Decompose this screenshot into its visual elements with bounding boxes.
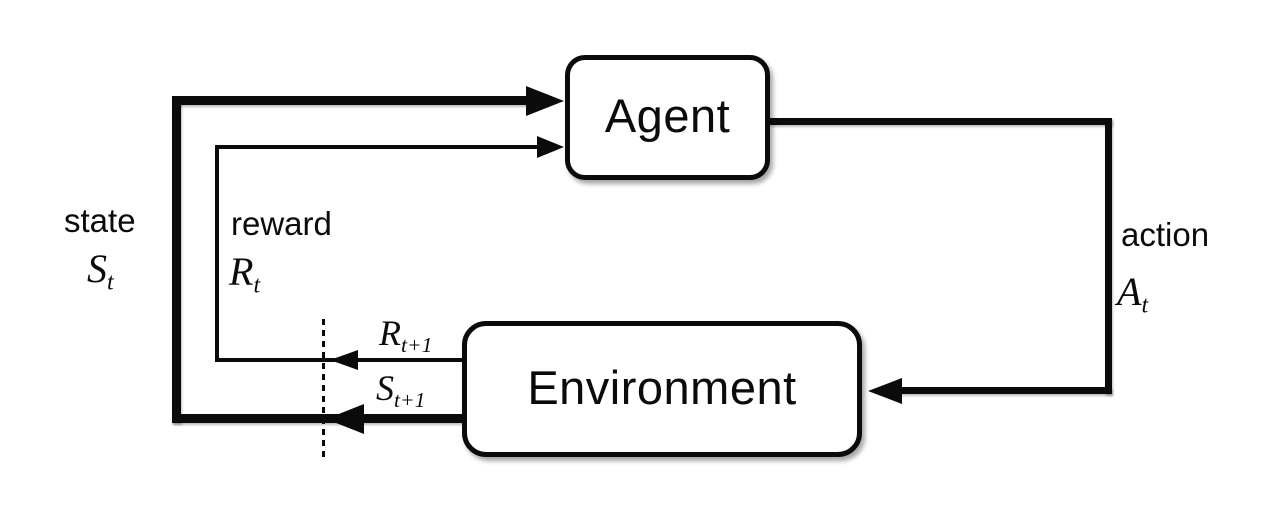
next-reward-symbol: Rt+1 — [379, 313, 433, 357]
time-step-dashed-line — [322, 319, 325, 461]
arrowhead-right-icon — [526, 86, 564, 116]
state-arrow-top-shaft — [172, 96, 532, 105]
action-arrow-right-shaft — [1105, 118, 1112, 394]
action-arrow-top-shaft — [770, 118, 1112, 125]
next-state-symbol: St+1 — [376, 368, 426, 412]
action-arrow-bottom-shaft — [898, 387, 1112, 394]
action-label: action — [1121, 216, 1210, 253]
action-symbol: At — [1117, 269, 1149, 319]
environment-box: Environment — [462, 321, 862, 457]
arrowhead-left-icon — [330, 350, 358, 370]
next-state-arrow-shaft — [172, 414, 463, 423]
reward-arrow-top-shaft — [215, 145, 540, 149]
reward-symbol: Rt — [229, 249, 261, 299]
arrowhead-left-icon — [868, 378, 902, 404]
state-arrow-left-shaft — [172, 96, 181, 423]
reward-arrow-left-shaft — [215, 145, 219, 362]
state-symbol: St — [87, 246, 114, 296]
agent-box-label: Agent — [604, 89, 731, 142]
environment-box-label: Environment — [527, 360, 797, 414]
reward-label: reward — [231, 205, 332, 242]
arrowhead-left-icon — [326, 404, 364, 434]
arrowhead-right-icon — [537, 136, 564, 158]
agent-box: Agent — [565, 55, 770, 180]
state-label: state — [64, 202, 136, 239]
